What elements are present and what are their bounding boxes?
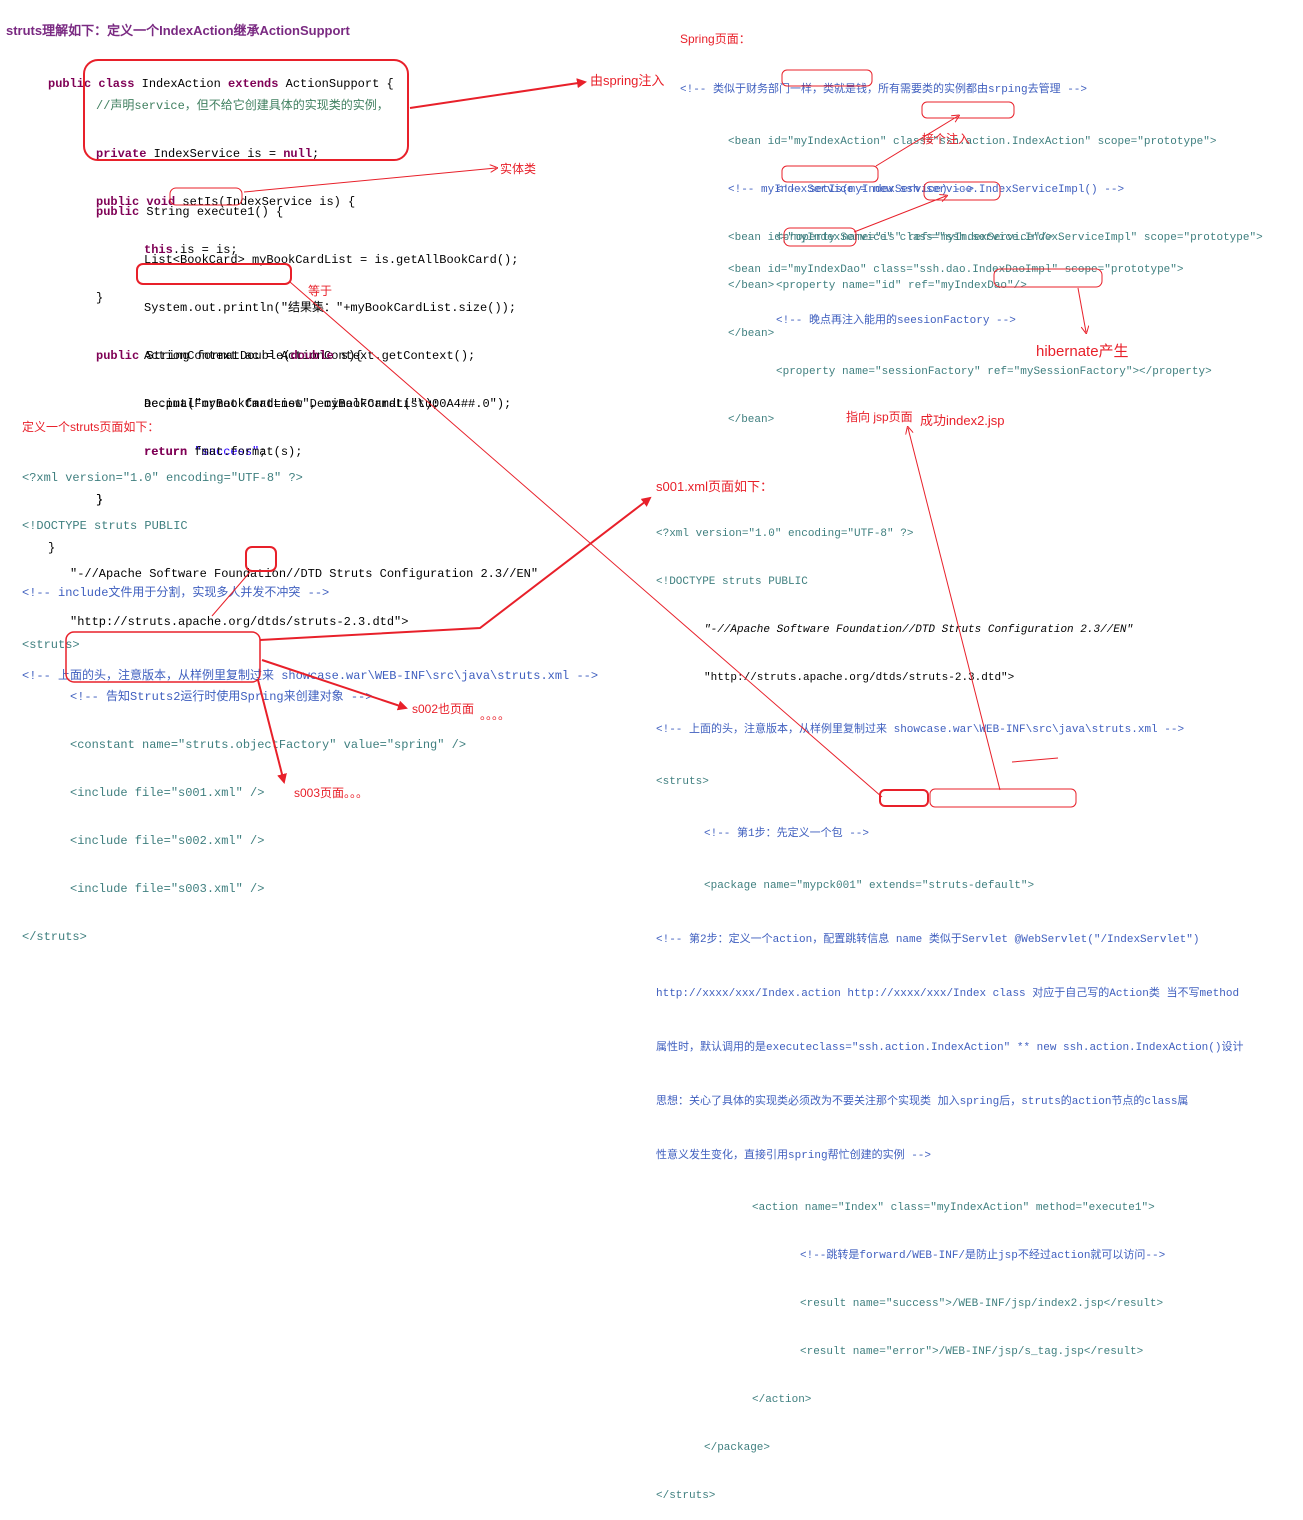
code-line: <struts>: [656, 776, 709, 788]
code-line: <!-- 第1步：先定义一个包 -->: [704, 828, 870, 840]
code-line: }: [96, 493, 104, 507]
code-line: <!-- 晚点再注入能用的seesionFactory -->: [776, 315, 1016, 327]
code-line: <!--跳转是forward/WEB-INF/是防止jsp不经过action就可…: [800, 1250, 1166, 1262]
annotation-equals: 等于: [308, 284, 333, 298]
code-line: <struts>: [22, 638, 80, 652]
code-line: <result name="error">/WEB-INF/jsp/s_tag.…: [800, 1346, 1144, 1358]
code-line: <include file="s003.xml" />: [70, 882, 265, 896]
code-line: <include file="s002.xml" />: [70, 834, 265, 848]
s001-xml-block: <?xml version="1.0" encoding="UTF-8" ?> …: [0, 494, 1243, 1520]
annotation-spring-inject: 由spring注入: [590, 73, 665, 88]
annotation-inject-next: 接个注入: [922, 132, 971, 146]
code-line: 性意义发生变化，直接引用spring帮忙创建的实例 -->: [656, 1150, 932, 1162]
code-line: </package>: [704, 1442, 771, 1454]
code-line: }: [48, 541, 56, 555]
code-line: <?xml version="1.0" encoding="UTF-8" ?>: [22, 471, 303, 485]
code-line: http://xxxx/xxx/Index.action http://xxxx…: [656, 988, 1240, 1000]
code-line: }: [96, 291, 104, 305]
code-line: <package name="mypck001" extends="struts…: [704, 880, 1035, 892]
code-line: <!-- 第2步：定义一个action，配置跳转信息 name 类似于Servl…: [656, 934, 1200, 946]
code-line: this.is = is;: [144, 243, 238, 257]
code-line: 思想：关心了具体的实现类必须改为不要关注那个实现类 加入spring后，stru…: [656, 1096, 1189, 1108]
spring-xml-block-3: <bean id="myIndexDao" class="ssh.dao.Ind…: [0, 230, 1212, 444]
code-line: <include file="s001.xml" />: [70, 786, 265, 800]
s001-title: s001.xml页面如下：: [656, 479, 774, 494]
annotation-success-index2: 成功index2.jsp: [920, 413, 1005, 428]
annotation-s002-dots: 。。。。: [480, 708, 511, 722]
code-line: }: [96, 493, 104, 507]
code-line: return fmat.format(s);: [144, 445, 303, 459]
struts-title: 定义一个struts页面如下：: [22, 420, 160, 434]
annotation-s003: s003页面。。。: [294, 786, 369, 800]
annotation-points-jsp: 指向 jsp页面: [846, 410, 913, 424]
code-line: </action>: [752, 1394, 812, 1406]
code-line: <!-- 类似于财务部门一样，类就是钱，所有需要类的实例都由srping去管理 …: [680, 84, 1088, 96]
code-line: <result name="success">/WEB-INF/jsp/inde…: [800, 1298, 1164, 1310]
annotation-entity: 实体类: [500, 162, 537, 176]
code-line: return "success";: [144, 445, 267, 459]
annotation-hibernate: hibernate产生: [1036, 343, 1129, 360]
spring-title: Spring页面：: [680, 32, 751, 46]
java-heading: struts理解如下：定义一个IndexAction继承ActionSuppor…: [6, 23, 350, 38]
code-line: <property name="sessionFactory" ref="myS…: [776, 366, 1212, 378]
code-line: "http://struts.apache.org/dtds/struts-2.…: [704, 672, 1015, 684]
code-line: <?xml version="1.0" encoding="UTF-8" ?>: [656, 528, 914, 540]
code-line: "-//Apache Software Foundation//DTD Stru…: [704, 624, 1134, 636]
code-line: 属性时，默认调用的是executeclass="ssh.action.Index…: [656, 1042, 1244, 1054]
code-line: </bean>: [728, 414, 775, 426]
annotation-s002: s002也页面: [412, 702, 475, 716]
code-line: <!DOCTYPE struts PUBLIC: [22, 519, 188, 533]
code-line: public String execute1() {: [96, 205, 284, 219]
code-line: </struts>: [656, 1490, 716, 1502]
code-line: <bean id="myIndexAction" class="ssh.acti…: [728, 136, 1217, 148]
code-line: <action name="Index" class="myIndexActio…: [752, 1202, 1155, 1214]
code-line: <!DOCTYPE struts PUBLIC: [656, 576, 808, 588]
code-line: <bean id="myIndexDao" class="ssh.dao.Ind…: [728, 264, 1184, 276]
code-line: <!-- myIndexService = new ssh.service.In…: [728, 184, 1125, 196]
code-line: <!-- 上面的头，注意版本，从样例里复制过来 showcase.war\WEB…: [656, 724, 1185, 736]
